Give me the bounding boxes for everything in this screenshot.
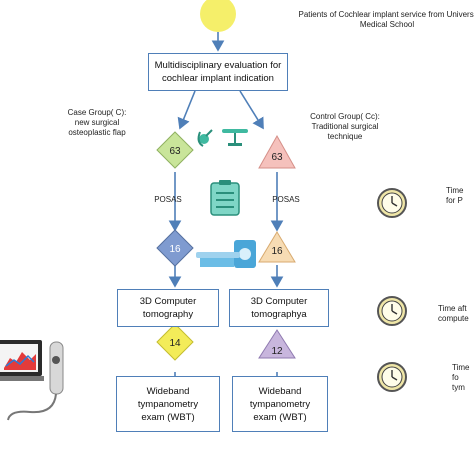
- operating-table-icon: [222, 129, 248, 146]
- start-circle: [200, 0, 236, 32]
- control-12-triangle: [258, 329, 296, 359]
- case-16-diamond: [156, 229, 194, 267]
- control-16-label: 16: [271, 246, 283, 257]
- ct-right-text: 3D Computer tomographya: [250, 296, 308, 320]
- control-16-triangle: [258, 231, 296, 263]
- clock-icon: [377, 296, 407, 326]
- time-label-2: Time aft compute: [438, 304, 469, 323]
- case-16-label: 16: [169, 244, 181, 255]
- posas-left-label: POSAS: [154, 195, 182, 204]
- microscope-icon: [197, 129, 213, 147]
- case-63-label: 63: [169, 146, 181, 157]
- time-label-1: Time for P: [446, 186, 464, 205]
- wbt-right-text: Wideband tympanometry exam (WBT): [249, 385, 311, 423]
- control-63-triangle: [258, 134, 296, 169]
- clock-icon: [377, 188, 407, 218]
- ct-scanner-icon: [196, 240, 256, 268]
- time-label-3: Time fo tym: [452, 363, 470, 392]
- control-12-label: 12: [271, 346, 283, 357]
- control-63-label: 63: [271, 152, 283, 163]
- control-group-label: Control Group( Cc): Traditional surgical…: [310, 112, 380, 141]
- case-14-label: 14: [169, 338, 181, 349]
- ct-left-text: 3D Computer tomography: [139, 296, 197, 320]
- case-14-diamond: [156, 323, 194, 361]
- posas-right-label: POSAS: [272, 195, 300, 204]
- case-63-diamond: [156, 131, 194, 169]
- ct-right-box: 3D Computer tomographya: [229, 289, 329, 327]
- evaluation-text: Multidisciplinary evaluation for cochlea…: [154, 60, 282, 84]
- wbt-right-box: Wideband tympanometry exam (WBT): [232, 376, 328, 432]
- patients-label: Patients of Cochlear implant service fro…: [298, 10, 474, 29]
- wbt-left-box: Wideband tympanometry exam (WBT): [116, 376, 220, 432]
- ct-left-box: 3D Computer tomography: [117, 289, 219, 327]
- clock-icon: [377, 362, 407, 392]
- clipboard-icon: [210, 180, 240, 216]
- wbt-left-text: Wideband tympanometry exam (WBT): [137, 385, 199, 423]
- tympanometer-device-icon: [0, 340, 64, 421]
- case-group-label: Case Group( C): new surgical osteoplasti…: [67, 108, 127, 137]
- evaluation-box: Multidisciplinary evaluation for cochlea…: [148, 53, 288, 91]
